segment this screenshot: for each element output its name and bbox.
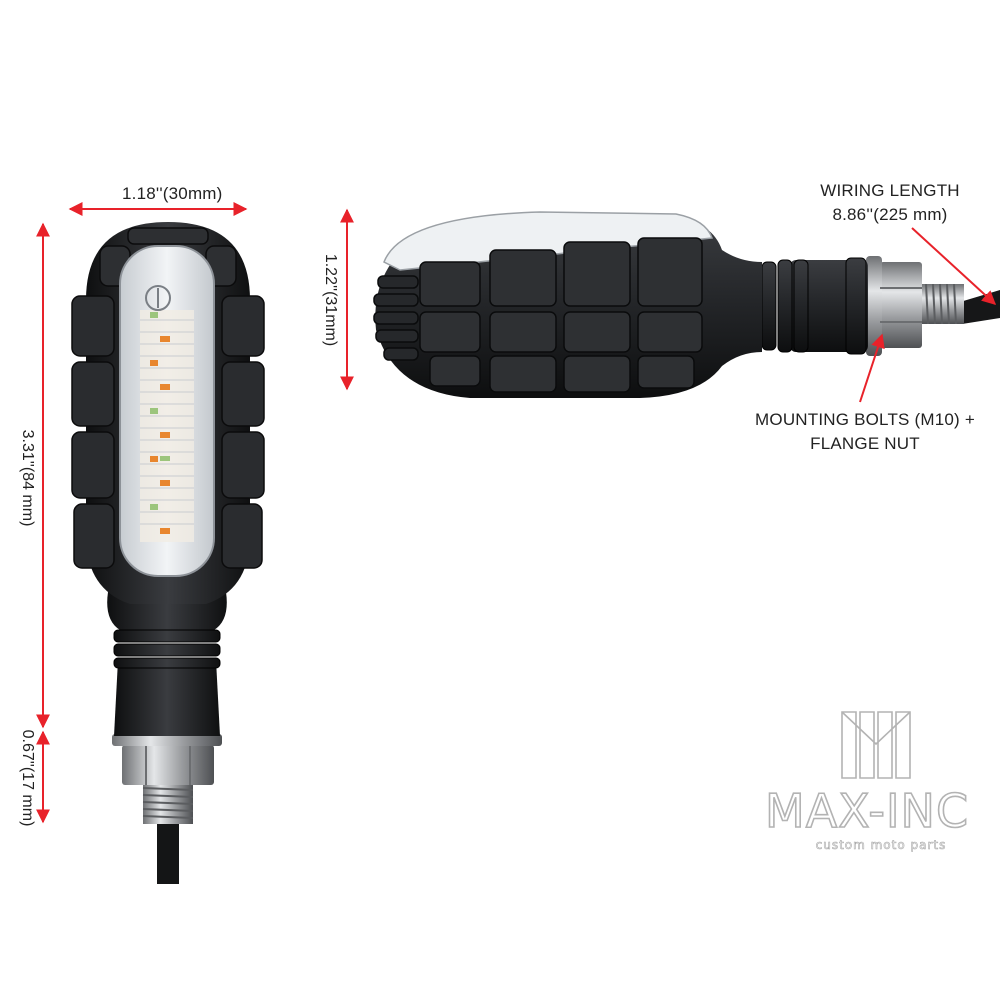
side-height-label: 1.22''(31mm): [322, 253, 339, 347]
brand-tagline: custom moto parts: [815, 838, 947, 853]
body-length-label: 3.31''(84 mm): [19, 429, 36, 527]
front-flange-nut: [112, 734, 222, 785]
front-led-strip: [140, 310, 194, 542]
side-ribbed-neck: [761, 257, 868, 355]
side-grip-blocks: [419, 237, 703, 393]
side-threaded-bolt: [920, 283, 964, 325]
side-clear-lens: [383, 211, 714, 271]
wiring-length-value: 8.86''(225 mm): [832, 205, 948, 224]
front-view-indicator: [71, 222, 265, 884]
front-left-ribs: [71, 295, 115, 569]
mounting-bolt-arrow: [859, 333, 885, 403]
lens-emblem: [145, 285, 171, 311]
side-flange-nut: [866, 256, 922, 356]
wiring-length-title: WIRING LENGTH: [820, 181, 960, 200]
wiring-length-arrow: [911, 227, 997, 305]
side-cable: [960, 290, 1000, 324]
flange-nut-label: FLANGE NUT: [810, 434, 920, 453]
front-stem-base: [114, 660, 220, 736]
brand-name: MAX-INC: [764, 783, 970, 839]
brand-logo-icon: [841, 711, 911, 779]
width-dimension-label: 1.18''(30mm): [122, 184, 223, 203]
front-threaded-bolt: [142, 782, 194, 824]
front-right-ribs: [221, 295, 265, 569]
side-view-indicator: [373, 211, 1000, 398]
mounting-bolts-title: MOUNTING BOLTS (M10) +: [755, 410, 975, 429]
front-cable: [157, 820, 179, 884]
thread-length-label: 0.67''(17 mm): [19, 729, 36, 827]
side-end-fins: [373, 275, 419, 361]
